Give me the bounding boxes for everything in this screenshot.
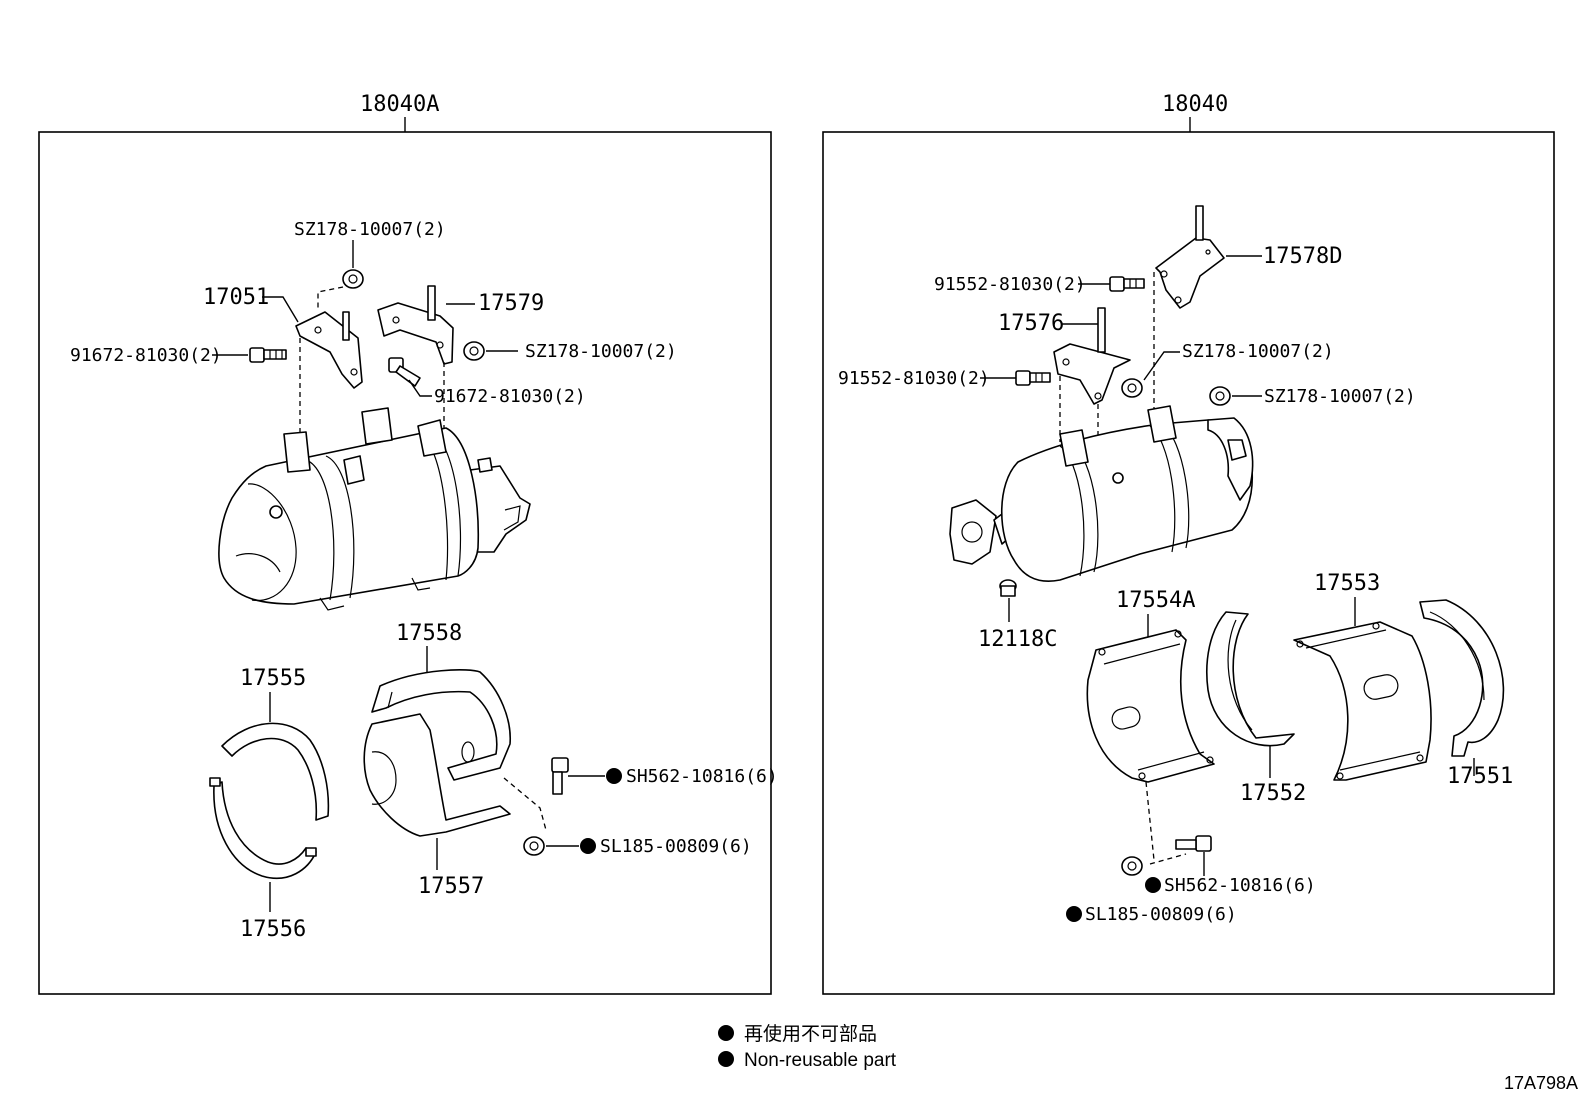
catalytic-converter-icon	[949, 405, 1254, 582]
label-left-insulator-top: 17558	[396, 621, 462, 646]
bolt-icon	[388, 357, 421, 387]
sensor-icon	[999, 579, 1017, 597]
label-right-insulator-c: 17552	[1240, 781, 1306, 806]
label-right-bracket-d: 17578D	[1263, 244, 1342, 269]
bolt-icon	[1109, 276, 1145, 292]
legend-marker	[718, 1051, 734, 1067]
label-right-insulator-b: 17553	[1314, 571, 1380, 596]
label-right-nut-a: SZ178-10007(2)	[1182, 341, 1334, 362]
left-assembly-frame	[38, 131, 772, 995]
legend-marker	[718, 1025, 734, 1041]
bracket-icon	[1053, 307, 1131, 405]
label-left-nut-right: SZ178-10007(2)	[525, 341, 677, 362]
label-right-sensor: 12118C	[978, 627, 1057, 652]
bolt-icon	[249, 347, 287, 363]
label-left-insulator-bottom: 17557	[418, 874, 484, 899]
heat-insulator-icon	[1206, 611, 1295, 747]
label-left-bracket-b: 17579	[478, 291, 544, 316]
bracket-icon	[1155, 205, 1225, 309]
label-right-bolt-mid: 91552-81030(2)	[838, 368, 990, 389]
label-right-bracket-c: 17576	[998, 311, 1064, 336]
label-right-nut-nr: SL185-00809(6)	[1085, 904, 1237, 925]
heat-insulator-icon	[1419, 599, 1505, 757]
non-reusable-marker	[606, 768, 622, 784]
figure-code: 17A798A	[1504, 1073, 1578, 1093]
band-icon	[209, 722, 330, 880]
bolt-icon	[1175, 835, 1212, 852]
label-left-nut-top: SZ178-10007(2)	[294, 219, 446, 240]
nut-icon	[463, 341, 485, 361]
left-assembly-title: 18040A	[360, 92, 439, 117]
label-left-bolt-left: 91672-81030(2)	[70, 345, 222, 366]
label-right-insulator-a: 17554A	[1116, 588, 1195, 613]
catalytic-converter-icon	[218, 407, 531, 611]
heat-insulator-icon	[1293, 621, 1432, 781]
nut-icon	[1121, 856, 1143, 876]
bracket-icon	[295, 311, 363, 389]
nut-icon	[1121, 378, 1143, 398]
non-reusable-marker	[580, 838, 596, 854]
label-left-band-top: 17555	[240, 666, 306, 691]
non-reusable-marker	[1066, 906, 1082, 922]
label-left-bolt-nr: SH562-10816(6)	[626, 766, 778, 787]
nut-icon	[523, 836, 545, 856]
bolt-icon	[551, 757, 569, 795]
bracket-icon	[377, 285, 454, 365]
right-assembly-frame	[822, 131, 1555, 995]
label-left-bolt-center: 91672-81030(2)	[434, 386, 586, 407]
label-left-band-bottom: 17556	[240, 917, 306, 942]
heat-insulator-icon	[363, 669, 511, 837]
label-left-bracket-a: 17051	[203, 285, 269, 310]
legend-japanese: 再使用不可部品	[744, 1023, 877, 1045]
label-right-nut-b: SZ178-10007(2)	[1264, 386, 1416, 407]
nut-icon	[342, 269, 364, 289]
heat-insulator-icon	[1086, 629, 1215, 783]
bolt-icon	[1015, 370, 1051, 386]
nut-icon	[1209, 386, 1231, 406]
right-assembly-title: 18040	[1162, 92, 1228, 117]
label-right-insulator-d: 17551	[1447, 764, 1513, 789]
label-left-nut-nr: SL185-00809(6)	[600, 836, 752, 857]
label-right-bolt-nr: SH562-10816(6)	[1164, 875, 1316, 896]
legend-english: Non-reusable part	[744, 1050, 897, 1071]
non-reusable-marker	[1145, 877, 1161, 893]
label-right-bolt-top: 91552-81030(2)	[934, 274, 1086, 295]
